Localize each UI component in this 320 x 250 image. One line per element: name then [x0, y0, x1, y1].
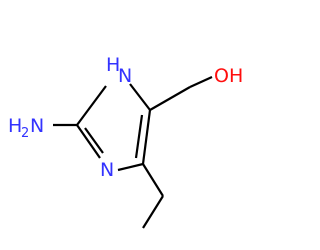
bond-ethyl-ch2-ch3 [142, 195, 164, 229]
bond-c5-ch2 [149, 86, 191, 111]
bond-n3-c4 [117, 162, 144, 172]
hydroxyl-label: OH [214, 65, 243, 87]
amine-n-label: N [30, 115, 44, 137]
bond-c2-n3 [76, 124, 101, 159]
bond-ch2-oh [189, 75, 213, 89]
bond-c4-ethyl-ch2 [142, 163, 164, 197]
bond-n1-c5 [129, 83, 151, 111]
bond-c2-n1 [76, 85, 107, 126]
ring-n-label: N [100, 159, 114, 181]
bond-c4-c5-second [134, 114, 144, 159]
amine-subscript-label: 2 [21, 126, 29, 141]
amine-h-label: H [8, 115, 22, 137]
bond-c4-c5 [141, 109, 152, 165]
atom-labels: H 2 N H N N OH [8, 54, 243, 181]
ring-nh-h-label: H [106, 54, 120, 76]
bond-c2-n3-second [84, 127, 104, 154]
bonds [53, 75, 213, 229]
ring-nh-n-label: N [118, 65, 132, 87]
molecule-structure: H 2 N H N N OH [8, 54, 243, 229]
